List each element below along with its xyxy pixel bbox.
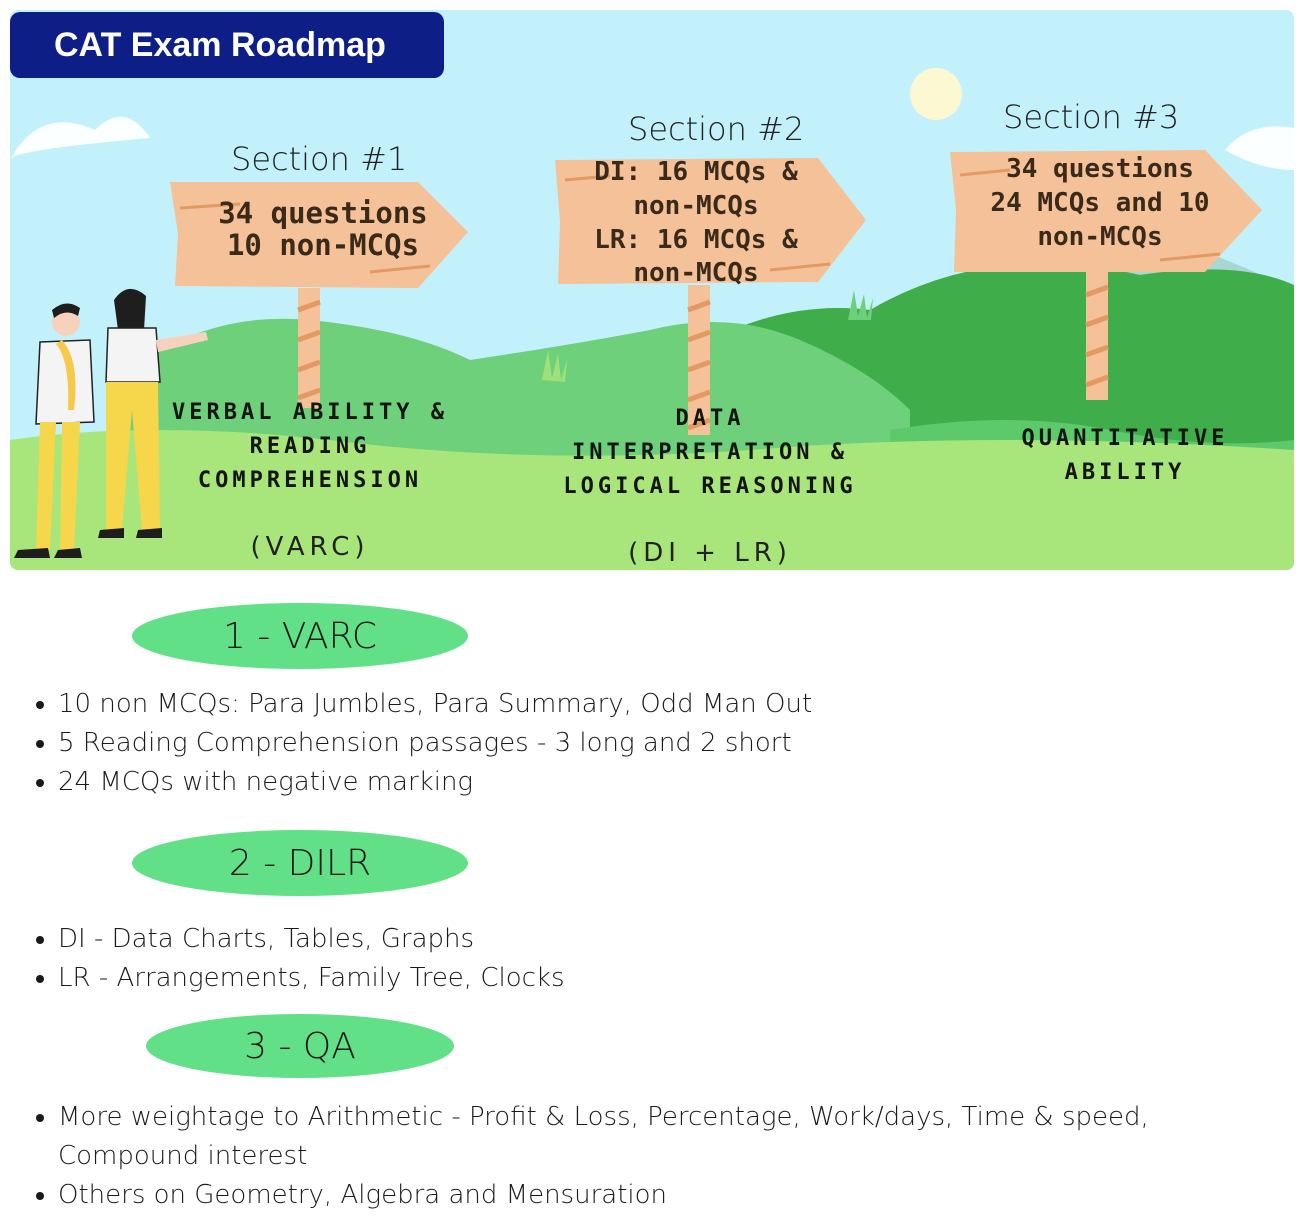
sign-line: 10 non-MCQs [226,227,420,262]
section-1-sign: 34 questions 10 non-MCQs [178,196,468,262]
section-1-abbr: (VARC) [250,532,370,562]
name-line: LOGICAL REASONING [563,474,857,500]
sign-line: 24 MCQs and 10 [990,187,1210,218]
name-line: DATA [675,406,745,431]
section-3-name: QUANTITATIVE ABILITY [970,422,1280,490]
list-item: 10 non MCQs: Para Jumbles, Para Summary,… [58,685,1208,724]
sign-line: 34 questions [218,196,428,230]
list-item: More weightage to Arithmetic - Profit & … [58,1098,1208,1176]
section-2-name: DATA INTERPRETATION & LOGICAL REASONING [520,402,900,504]
page-title: CAT Exam Roadmap [10,12,444,78]
section-2-abbr: (DI + LR) [628,538,792,568]
list-item: Others on Geometry, Algebra and Mensurat… [58,1176,1208,1215]
dilr-list: DI - Data Charts, Tables, Graphs LR - Ar… [20,920,1208,998]
landscape-illustration [10,10,1294,570]
section-1-name: VERBAL ABILITY & READING COMPREHENSION [160,396,460,498]
name-line: VERBAL ABILITY & [172,400,448,425]
sign-line: LR: 16 MCQs & [594,224,798,255]
list-item: LR - Arrangements, Family Tree, Clocks [58,959,1208,998]
list-item: 24 MCQs with negative marking [58,763,1208,802]
roadmap-banner: Section #1 Section #2 Section #3 34 ques… [10,10,1294,570]
varc-list: 10 non MCQs: Para Jumbles, Para Summary,… [20,685,1208,802]
name-line: QUANTITATIVE [1021,426,1229,451]
varc-heading: 1 - VARC [132,603,468,669]
sign-line: non-MCQs [1037,221,1163,252]
sign-line: non-MCQs [633,258,759,289]
dilr-heading: 2 - DILR [132,830,468,896]
section-2-sign: DI: 16 MCQs & non-MCQs LR: 16 MCQs & non… [555,156,837,291]
section-1-label: Section #1 [231,140,408,178]
sign-line: non-MCQs [633,190,759,221]
sign-line: DI: 16 MCQs & [594,157,798,187]
qa-list: More weightage to Arithmetic - Profit & … [20,1098,1208,1215]
name-line: READING [249,434,371,460]
people-illustration [14,288,208,558]
section-2-label: Section #2 [628,110,805,148]
name-line: ABILITY [1064,460,1186,486]
list-item: DI - Data Charts, Tables, Graphs [58,920,1208,959]
name-line: COMPREHENSION [197,468,423,494]
name-line: INTERPRETATION & [572,440,848,466]
sign-line: 34 questions [1006,154,1194,184]
section-3-sign: 34 questions 24 MCQs and 10 non-MCQs [955,153,1245,254]
qa-heading: 3 - QA [146,1014,454,1078]
section-3-label: Section #3 [1003,98,1180,136]
list-item: 5 Reading Comprehension passages - 3 lon… [58,724,1208,763]
